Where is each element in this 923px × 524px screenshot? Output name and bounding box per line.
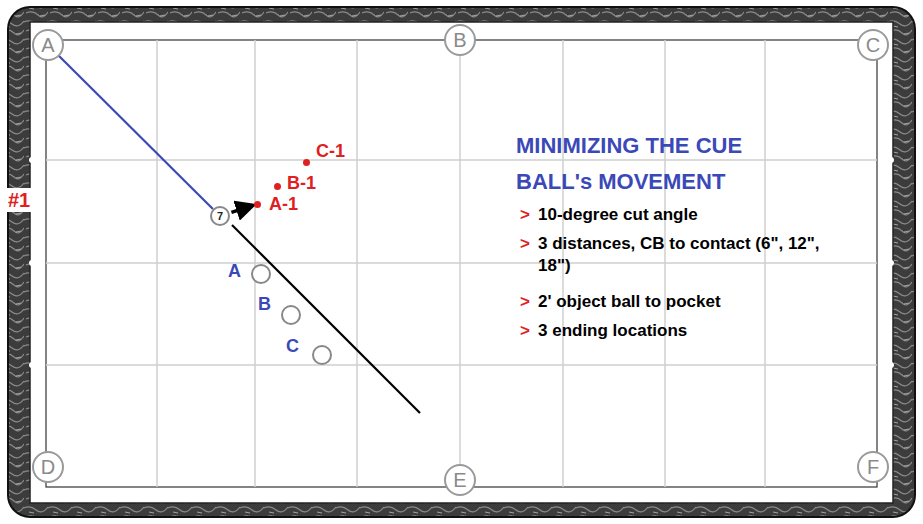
pocket: E	[444, 464, 476, 496]
bullet: >	[520, 233, 530, 255]
cue-ball: B	[281, 305, 301, 325]
ending-dot: B-1	[274, 183, 281, 190]
note: 2' object ball to pocket	[538, 291, 838, 313]
pocket: D	[32, 451, 64, 483]
pocket-letter: C	[866, 34, 880, 57]
cushion	[30, 22, 893, 503]
grid	[46, 40, 877, 487]
ending-label: C-1	[316, 141, 345, 162]
cue-ball-path-arrow	[231, 206, 249, 212]
pocket-letter: B	[453, 29, 466, 52]
shot-line	[57, 53, 213, 208]
cue-ball: C	[312, 345, 332, 365]
title: MINIMIZING THE CUE BALL's MOVEMENT	[516, 128, 816, 200]
pocket: F	[857, 451, 889, 483]
note: 3 distances, CB to contact (6", 12", 18"…	[538, 233, 828, 277]
ending-dot: A-1	[254, 201, 261, 208]
callout-number: #1	[6, 188, 32, 212]
bullet: >	[520, 291, 530, 313]
object-ball: 7	[210, 206, 230, 226]
ending-label: A-1	[269, 194, 298, 215]
bullet: >	[520, 320, 530, 342]
ball-number: 7	[217, 210, 223, 222]
note: 3 ending locations	[538, 320, 838, 342]
pocket-letter: A	[41, 34, 54, 57]
aim-line	[232, 225, 420, 413]
rail	[8, 7, 915, 517]
cloth	[46, 40, 877, 487]
ending-dot: C-1	[303, 159, 310, 166]
cue-label: A	[228, 261, 241, 282]
cue-label: C	[286, 336, 299, 357]
cue-label: B	[258, 294, 271, 315]
note: 10-degree cut angle	[538, 204, 838, 226]
ending-label: B-1	[287, 173, 316, 194]
pocket-letter: F	[867, 456, 879, 479]
pocket: B	[444, 24, 476, 56]
pocket-letter: E	[453, 469, 466, 492]
pocket: A	[32, 29, 64, 61]
cue-ball: A	[251, 264, 271, 284]
bullet: >	[520, 204, 530, 226]
diamonds	[29, 28, 894, 494]
pocket-letter: D	[41, 456, 55, 479]
pocket: C	[857, 29, 889, 61]
